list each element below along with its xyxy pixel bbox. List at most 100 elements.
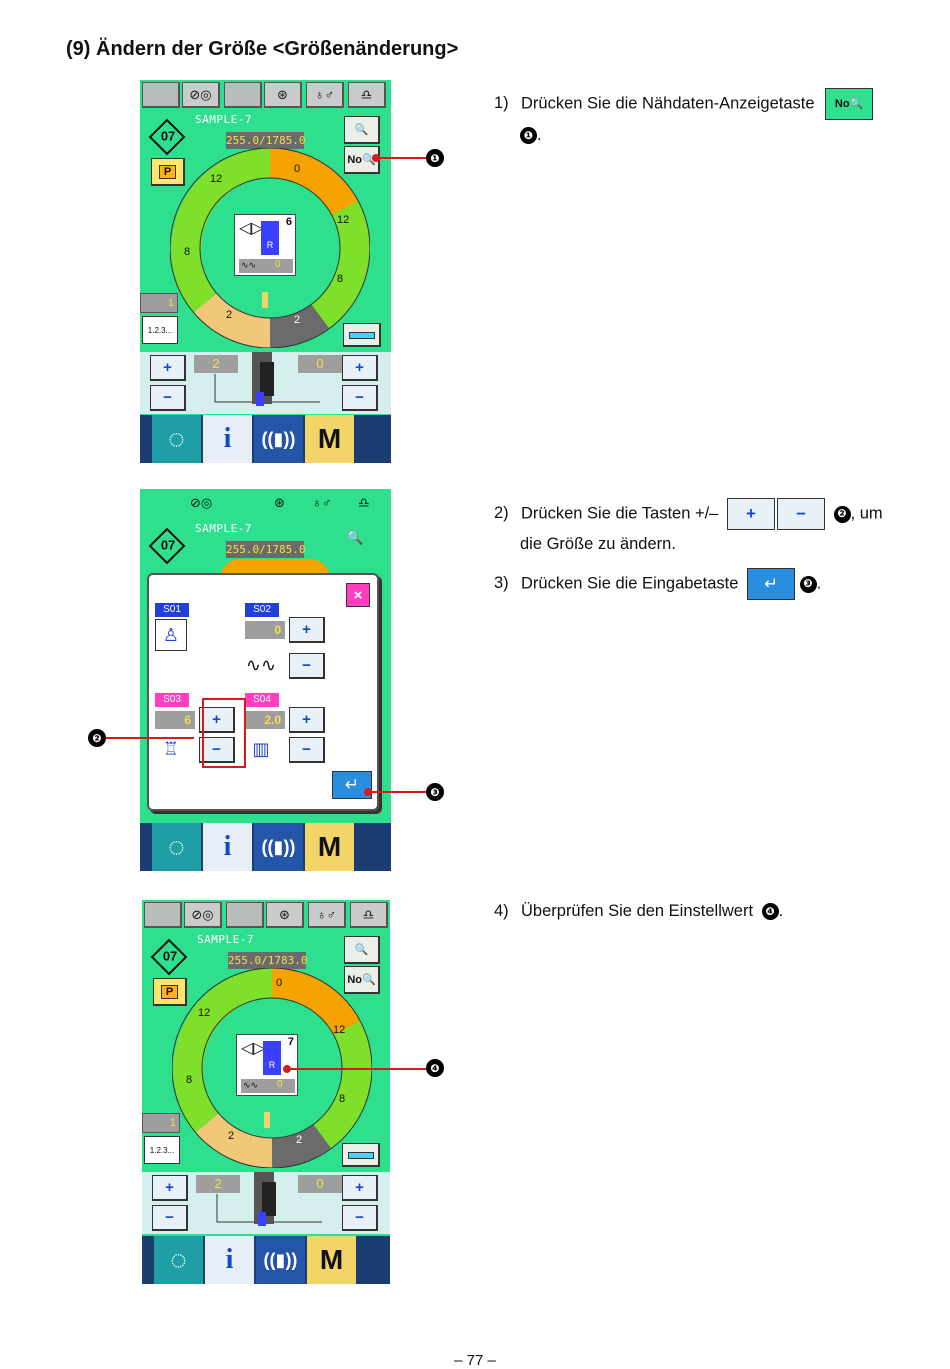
s03-minus-button[interactable]: − [199,737,235,763]
left-minus-button[interactable]: − [150,385,186,411]
counter-value: 1 [142,1113,180,1133]
ring-label: 2 [296,1134,303,1146]
right-value: 0 [298,355,342,373]
s04-plus-button[interactable]: + [289,707,325,733]
top-bar: ⊘◎ ⊛ ♁♂ ♎ [140,80,391,110]
ready-button[interactable]: ◌ [152,823,203,871]
ring-segment-upper-right [333,1020,372,1080]
ring-label: 12 [337,214,350,226]
ring-segment-lower-right [312,1075,372,1149]
ready-button[interactable]: ◌ [154,1236,205,1284]
callout-4: ❹ [426,1059,444,1077]
pattern-p-button[interactable]: P [153,978,187,1006]
step-2: 2)Drücken Sie die Tasten +/– +− ❷, um [494,498,883,530]
size-display: ◁▷ R 7 0 ∿∿ [236,1034,298,1096]
communication-button[interactable]: ((▮)) [254,823,305,871]
s04-minus-button[interactable]: − [289,737,325,763]
info-button[interactable]: i [205,1236,256,1284]
pattern-name: SAMPLE-7 [197,933,254,946]
wave-icon: ∿∿ [245,654,277,675]
right-plus-button[interactable]: + [342,355,378,381]
ring-label: 2 [228,1130,235,1142]
counter-icon[interactable]: 1.2.3... [144,1136,180,1164]
close-button[interactable]: × [346,583,370,607]
bobbin-winder-icon: ⊛ [274,495,285,510]
presser-foot-icon: R [263,1041,281,1075]
communication-button[interactable]: ((▮)) [254,415,305,463]
pattern-name: SAMPLE-7 [195,113,252,126]
left-plus-button[interactable]: + [152,1175,188,1201]
counter-icon[interactable]: 1.2.3... [142,316,178,344]
step-3-text: Drücken Sie die Eingabetaste [521,574,739,593]
thread-tension-icon[interactable]: ⊘◎ [182,82,220,108]
step-2-line-2: die Größe zu ändern. [520,535,676,553]
bobbin-winder-icon[interactable]: ⊛ [264,82,302,108]
stitch-count: 255.0/1783.0 [228,952,308,969]
search-icon[interactable]: 🔍 [344,936,380,964]
info-button[interactable]: i [203,823,254,871]
mode-button[interactable]: M [305,823,356,871]
panel-step-1: ⊘◎ ⊛ ♁♂ ♎ SAMPLE-7 07 255.0/1785.0 🔍 No🔍… [140,80,391,463]
s02-plus-button[interactable]: + [289,617,325,643]
right-minus-button[interactable]: − [342,1205,378,1231]
size-ring [172,968,372,1168]
ring-segment-upper-left [173,148,271,237]
size-ring [170,148,370,348]
sewing-data-key-icon: No🔍 [825,88,874,120]
position-area: + − 2 0 + − [140,352,391,414]
bottom-bar: ◌ i ((▮)) M [140,823,391,871]
presser-icon: ♎ [358,495,370,510]
top-bar: ⊘◎ ⊛ ♁♂ ♎ [140,489,391,519]
info-button[interactable]: i [203,415,254,463]
search-icon: 🔍 [346,529,364,545]
ring-segment-left [171,230,218,313]
left-plus-button[interactable]: + [150,355,186,381]
left-value: 2 [196,1175,240,1193]
pattern-p-button[interactable]: P [151,158,185,186]
blank-button[interactable] [142,82,180,108]
communication-button[interactable]: ((▮)) [256,1236,307,1284]
mode-button[interactable]: M [305,415,356,463]
s03-plus-button[interactable]: + [199,707,235,733]
mode-button[interactable]: M [307,1236,358,1284]
s03-tag: S03 [155,693,189,707]
left-value: 2 [194,355,238,373]
sewing-data-key[interactable]: No🔍 [344,966,380,994]
presser-icon[interactable]: ♎ [350,902,388,928]
step-3: 3)Drücken Sie die Eingabetaste ↵ ❸. [494,568,821,600]
minus-key-icon: − [776,498,825,530]
search-icon[interactable]: 🔍 [344,116,380,144]
ring-label: 8 [186,1074,193,1086]
ready-button[interactable]: ◌ [152,415,203,463]
ring-segment-top [269,148,359,216]
threading-icon[interactable]: ♁♂ [308,902,346,928]
ring-segment-upper-left [175,968,273,1057]
left-minus-button[interactable]: − [152,1205,188,1231]
ruler-button[interactable] [343,323,381,347]
needle-indicator-icon [264,1112,270,1128]
blank-button[interactable] [226,902,264,928]
person-icon[interactable]: ♙ [155,619,187,651]
ruler-button[interactable] [342,1143,380,1167]
bottom-bar: ◌ i ((▮)) M [140,415,391,463]
ring-label: 8 [337,273,344,285]
presser-icon[interactable]: ♎ [348,82,386,108]
garment-icon: ♖ [162,738,180,759]
highlight-frame [202,698,246,768]
ring-label: 0 [294,163,301,175]
bobbin-winder-icon[interactable]: ⊛ [266,902,304,928]
threading-icon[interactable]: ♁♂ [306,82,344,108]
plus-key-icon: + [726,498,775,530]
right-plus-button[interactable]: + [342,1175,378,1201]
ring-segment-bottom-left [195,1112,273,1168]
blank-button[interactable] [224,82,262,108]
blank-button[interactable] [144,902,182,928]
callout-1: ❶ [426,149,444,167]
ring-label: 8 [339,1093,346,1105]
thread-tension-icon[interactable]: ⊘◎ [184,902,222,928]
s02-minus-button[interactable]: − [289,653,325,679]
right-minus-button[interactable]: − [342,385,378,411]
wave-icon: ∿∿ [243,1080,259,1090]
ring-label: 0 [276,977,283,989]
machine-head-icon [216,1172,322,1226]
